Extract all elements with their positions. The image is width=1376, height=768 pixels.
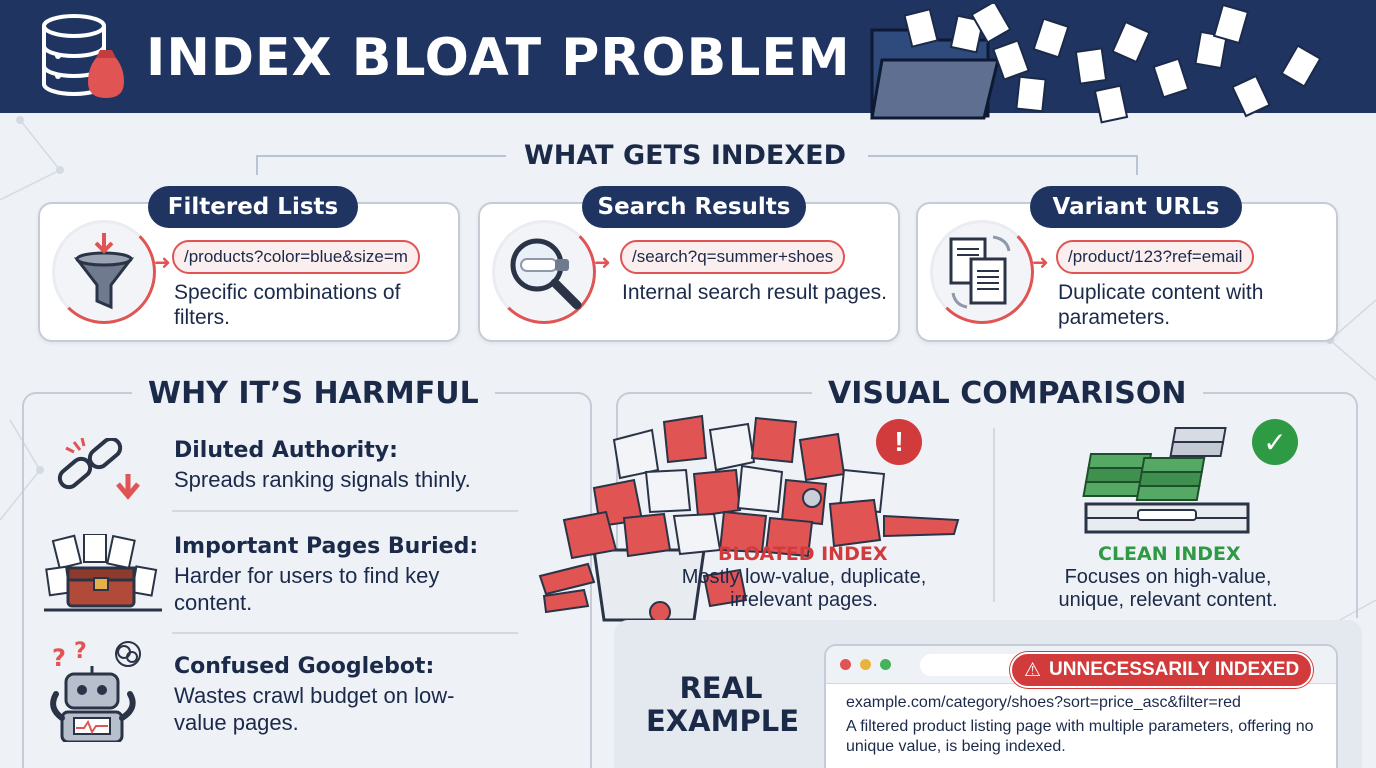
section-title-comparison: VISUAL COMPARISON xyxy=(812,376,1203,411)
card-search-results: ➜ /search?q=summer+shoes Internal search… xyxy=(478,202,900,342)
bloated-index-description: Mostly low-value, duplicate, irrelevant … xyxy=(681,566,927,611)
warning-triangle-icon: ⚠ xyxy=(1024,659,1042,681)
card-description: Duplicate content with parameters. xyxy=(1058,281,1264,329)
clean-tray-icon xyxy=(1082,427,1250,534)
harm-description: Spreads ranking signals thinly. xyxy=(174,467,471,492)
checkmark-badge-icon: ✓ xyxy=(1252,419,1298,465)
card-description: Specific combinations of filters. xyxy=(174,281,401,329)
window-minimize-dot[interactable] xyxy=(860,659,871,670)
real-example-title: REAL EXAMPLE xyxy=(646,671,800,738)
svg-text:?: ? xyxy=(74,639,87,664)
harm-item-diluted-authority: Diluted Authority: Spreads ranking signa… xyxy=(44,438,524,508)
url-tag: /products?color=blue&size=m xyxy=(172,240,420,274)
warning-tag-label: UNNECESSARILY INDEXED xyxy=(1049,659,1300,680)
card-icon-circle xyxy=(492,220,596,324)
folder-with-scattered-pages-icon xyxy=(870,4,1322,124)
funnel-icon xyxy=(73,233,135,310)
card-description: Internal search result pages. xyxy=(622,281,887,304)
svg-text:?: ? xyxy=(52,644,66,672)
window-maximize-dot[interactable] xyxy=(880,659,891,670)
window-close-dot[interactable] xyxy=(840,659,851,670)
section-bracket-right xyxy=(868,155,1138,157)
database-with-bag-icon xyxy=(42,14,124,98)
unnecessarily-indexed-tag: ⚠ UNNECESSARILY INDEXED xyxy=(1010,652,1314,688)
pill-filtered-lists: Filtered Lists xyxy=(148,186,358,228)
section-bracket-left xyxy=(256,155,506,157)
warning-badge-icon: ! xyxy=(876,419,922,465)
arrow-icon: ➜ xyxy=(154,252,171,274)
card-icon-circle xyxy=(52,220,156,324)
harm-title: Confused Googlebot: xyxy=(174,654,435,679)
bloated-pile-icon xyxy=(538,414,960,623)
section-bracket-right-drop xyxy=(1136,155,1138,175)
divider xyxy=(172,510,518,512)
pill-variant-urls: Variant URLs xyxy=(1030,186,1242,228)
example-url: example.com/category/shoes?sort=price_as… xyxy=(846,694,1241,711)
header-banner: INDEX BLOAT PROBLEM xyxy=(0,0,1376,124)
harm-item-confused-googlebot: ? ? Confused Googlebot: Wastes crawl bud… xyxy=(44,638,524,748)
harm-title: Important Pages Buried: xyxy=(174,534,479,559)
clean-index-label: CLEAN INDEX xyxy=(1098,543,1241,565)
magnifier-icon xyxy=(510,238,582,310)
harm-description: Wastes crawl budget on low-value pages. xyxy=(174,683,455,735)
url-tag: /search?q=summer+shoes xyxy=(620,240,846,274)
section-title-what-indexed: WHAT GETS INDEXED xyxy=(524,140,847,171)
card-icon-circle xyxy=(930,220,1034,324)
page-title: INDEX BLOAT PROBLEM xyxy=(146,28,851,88)
broken-link-icon xyxy=(57,438,140,500)
example-description: A filtered product listing page with mul… xyxy=(846,718,1314,755)
harm-title: Diluted Authority: xyxy=(174,438,398,463)
clean-index-description: Focuses on high-value, unique, relevant … xyxy=(1058,566,1278,611)
buried-treasure-icon xyxy=(44,534,162,612)
harm-description: Harder for users to find key content. xyxy=(174,563,440,615)
harm-item-important-pages-buried: Important Pages Buried: Harder for users… xyxy=(44,534,524,624)
comparison-divider xyxy=(993,428,995,602)
bloated-index-label: BLOATED INDEX xyxy=(718,543,888,565)
section-bracket-left-drop xyxy=(256,155,258,175)
arrow-icon: ➜ xyxy=(1032,252,1049,274)
section-title-harmful: WHY IT’S HARMFUL xyxy=(132,376,495,411)
url-tag: /product/123?ref=email xyxy=(1056,240,1255,274)
divider xyxy=(172,632,518,634)
pill-search-results: Search Results xyxy=(582,186,806,228)
duplicate-pages-icon xyxy=(949,235,1011,309)
arrow-icon: ➜ xyxy=(594,252,611,274)
confused-robot-icon: ? ? xyxy=(50,639,141,742)
